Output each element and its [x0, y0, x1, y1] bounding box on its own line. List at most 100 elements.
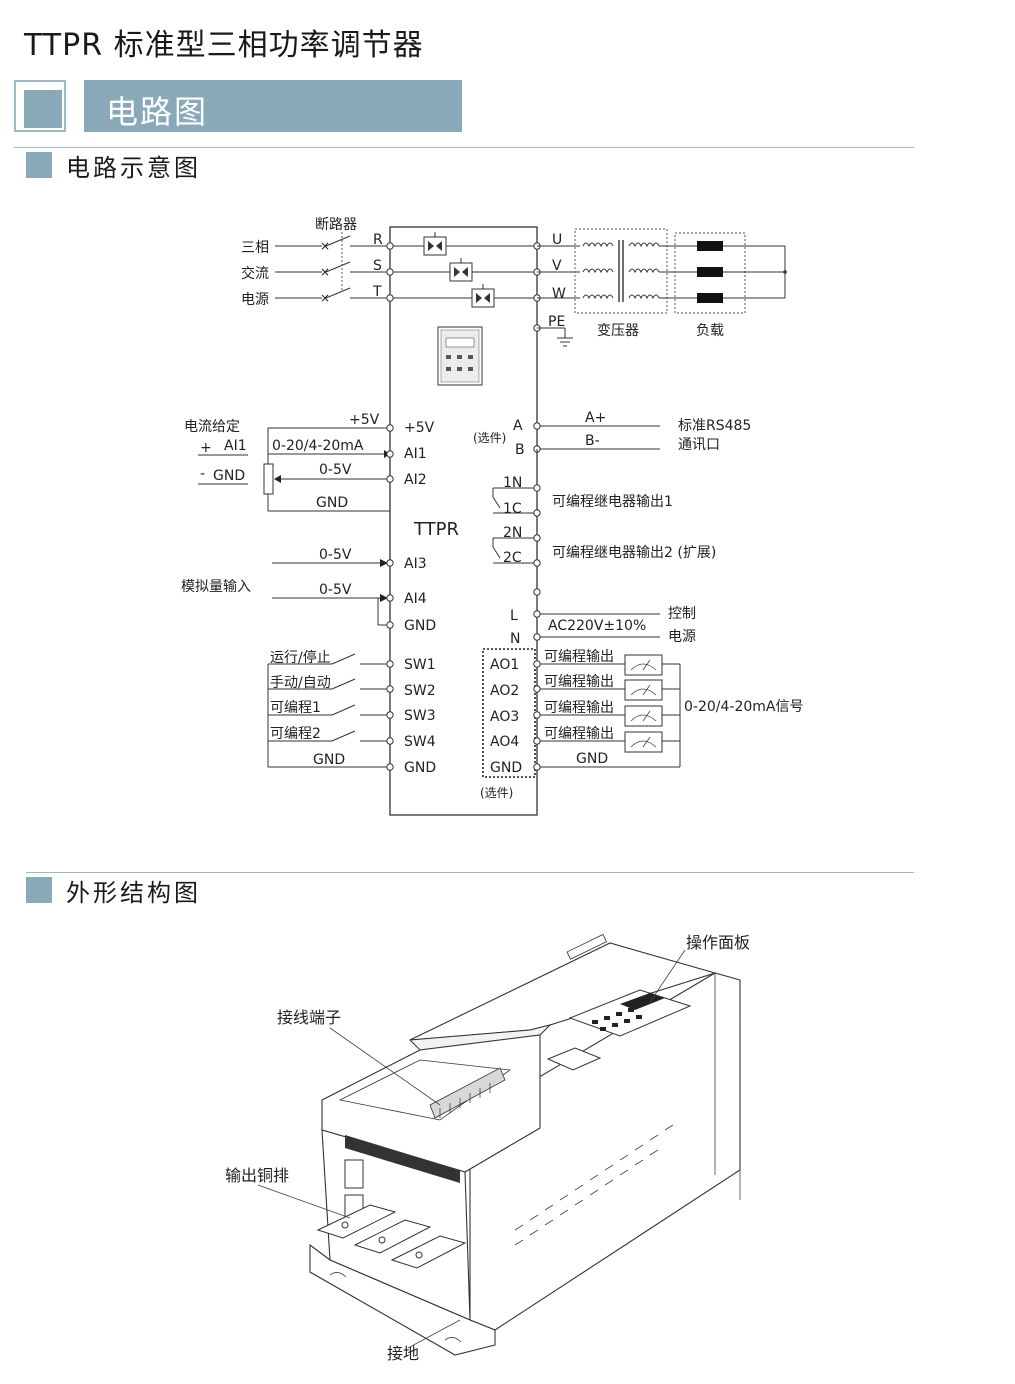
circuit-diagram: 断路器 三相 交流 电源 × × × R S T: [181, 217, 803, 816]
power-label: 电源: [668, 629, 696, 645]
relay-1n: 1N: [503, 475, 522, 491]
phase-s: S: [373, 258, 382, 274]
terminal-ao-gnd: GND: [490, 760, 522, 776]
terminal-sw1: SW1: [404, 657, 436, 673]
terminal-n: N: [510, 631, 520, 647]
ao-gnd-label: GND: [576, 751, 608, 767]
phase-u: U: [552, 232, 562, 248]
output-busbar-icon: [316, 1204, 467, 1269]
panel-label: 操作面板: [686, 933, 751, 952]
gnd-external-label: GND: [213, 468, 245, 484]
divider-top: [14, 147, 914, 148]
ao-label-2: 可编程输出: [544, 674, 614, 690]
top-cover: [408, 933, 717, 1051]
relay-2n: 2N: [503, 525, 522, 541]
switch-label-prog2: 可编程2: [270, 726, 321, 742]
switch-wiring: [267, 653, 394, 771]
relay-2-label: 可编程继电器输出2 (扩展): [552, 545, 716, 561]
pe-ground-icon: [533, 324, 573, 347]
terminal-l: L: [510, 608, 518, 624]
analog-wiring: [263, 424, 394, 629]
load-label: 负载: [696, 323, 724, 339]
pe-label: PE: [548, 314, 565, 330]
ground-label: 接地: [387, 1344, 420, 1363]
operation-panel-icon: [546, 989, 692, 1071]
rs485-b-minus: B-: [585, 433, 600, 449]
transformer-icon: [574, 228, 700, 314]
terminal-plus5v: +5V: [404, 420, 435, 436]
ao-signal-label: 0-20/4-20mA信号: [684, 699, 803, 715]
terminal-sw2: SW2: [404, 683, 436, 699]
breaker-switches: × × ×: [275, 232, 390, 305]
wire-label-gnd: GND: [316, 495, 348, 511]
heading-square-icon: [26, 877, 52, 903]
rs485-terminal-a: A: [513, 418, 523, 434]
meter-icon: [624, 705, 663, 727]
terminal-ai3: AI3: [404, 556, 427, 572]
source-label-2: 交流: [241, 265, 269, 282]
switch-label-prog1: 可编程1: [270, 700, 321, 716]
terminal-gnd-analog: GND: [404, 618, 436, 634]
rs485-comm-label: 通讯口: [678, 437, 720, 453]
phase-r: R: [373, 232, 383, 248]
terminal-gnd-switch: GND: [404, 760, 436, 776]
rs485-terminal-b: B: [515, 442, 525, 458]
switch-gnd-label: GND: [313, 752, 345, 768]
outline-drawing: [257, 933, 741, 1356]
terminal-ai1: AI1: [404, 446, 427, 462]
phase-v: V: [552, 258, 562, 274]
document-title: TTPR 标准型三相功率调节器: [24, 28, 424, 63]
busbar-label: 输出铜排: [225, 1166, 290, 1185]
section-banner: 电路图: [14, 80, 464, 136]
ao-label-4: 可编程输出: [544, 726, 614, 742]
mounting-flange: [309, 1243, 496, 1356]
controller-box: [389, 226, 538, 816]
switch-label-manual: 手动/自动: [270, 675, 331, 691]
terminal-ai2: AI2: [404, 472, 427, 488]
breaker-label: 断路器: [315, 217, 357, 233]
ao-label-1: 可编程输出: [544, 649, 614, 665]
terminal-sw4: SW4: [404, 734, 436, 750]
rs485-label: 标准RS485: [678, 418, 751, 434]
analog-input-label: 模拟量输入: [181, 579, 251, 595]
meter-icon: [624, 654, 663, 676]
ao-wiring: [533, 660, 681, 771]
wire-label-plus5v: +5V: [349, 412, 380, 428]
rs485-optional-label: (选件): [473, 431, 506, 445]
ai1-plus-sign: +: [200, 440, 212, 456]
relay-2c: 2C: [503, 550, 522, 566]
relay-wiring: [492, 449, 541, 596]
wire-label-0-5v-3: 0-5V: [319, 582, 352, 598]
keypad-panel-icon: [437, 326, 483, 386]
wire-label-0-5v-2: 0-5V: [319, 547, 352, 563]
meter-icon: [624, 731, 663, 753]
control-power-wiring: [533, 610, 660, 641]
ao-optional-label: (选件): [480, 786, 513, 800]
thyristor-icon: [449, 258, 473, 282]
svg-text:×: ×: [320, 239, 330, 253]
rs485-a-plus: A+: [585, 410, 606, 426]
banner-label: 电路图: [106, 93, 209, 131]
wire-label-ma: 0-20/4-20mA: [272, 438, 364, 454]
svg-text:×: ×: [320, 265, 330, 279]
source-label-3: 电源: [241, 292, 269, 308]
phase-t: T: [372, 284, 382, 300]
relay-1c: 1C: [503, 501, 522, 517]
leader-lines: [257, 949, 686, 1349]
phase-w: W: [552, 286, 566, 302]
terminal-sw3: SW3: [404, 708, 436, 724]
current-given-label: 电流给定: [184, 419, 240, 435]
gnd-minus-sign: -: [200, 466, 205, 482]
source-label-1: 三相: [241, 240, 269, 256]
control-label: 控制: [668, 606, 696, 622]
terminal-ao3: AO3: [490, 709, 519, 725]
wire-label-0-5v-1: 0-5V: [319, 462, 352, 478]
banner-bar: [84, 80, 462, 132]
meter-icon: [624, 679, 663, 701]
load-icon: [674, 232, 787, 314]
ac-voltage-label: AC220V±10%: [548, 618, 646, 634]
relay-1-label: 可编程继电器输出1: [552, 494, 673, 510]
device-name: TTPR: [413, 519, 459, 540]
svg-text:×: ×: [320, 291, 330, 305]
banner-frame: [14, 80, 66, 132]
